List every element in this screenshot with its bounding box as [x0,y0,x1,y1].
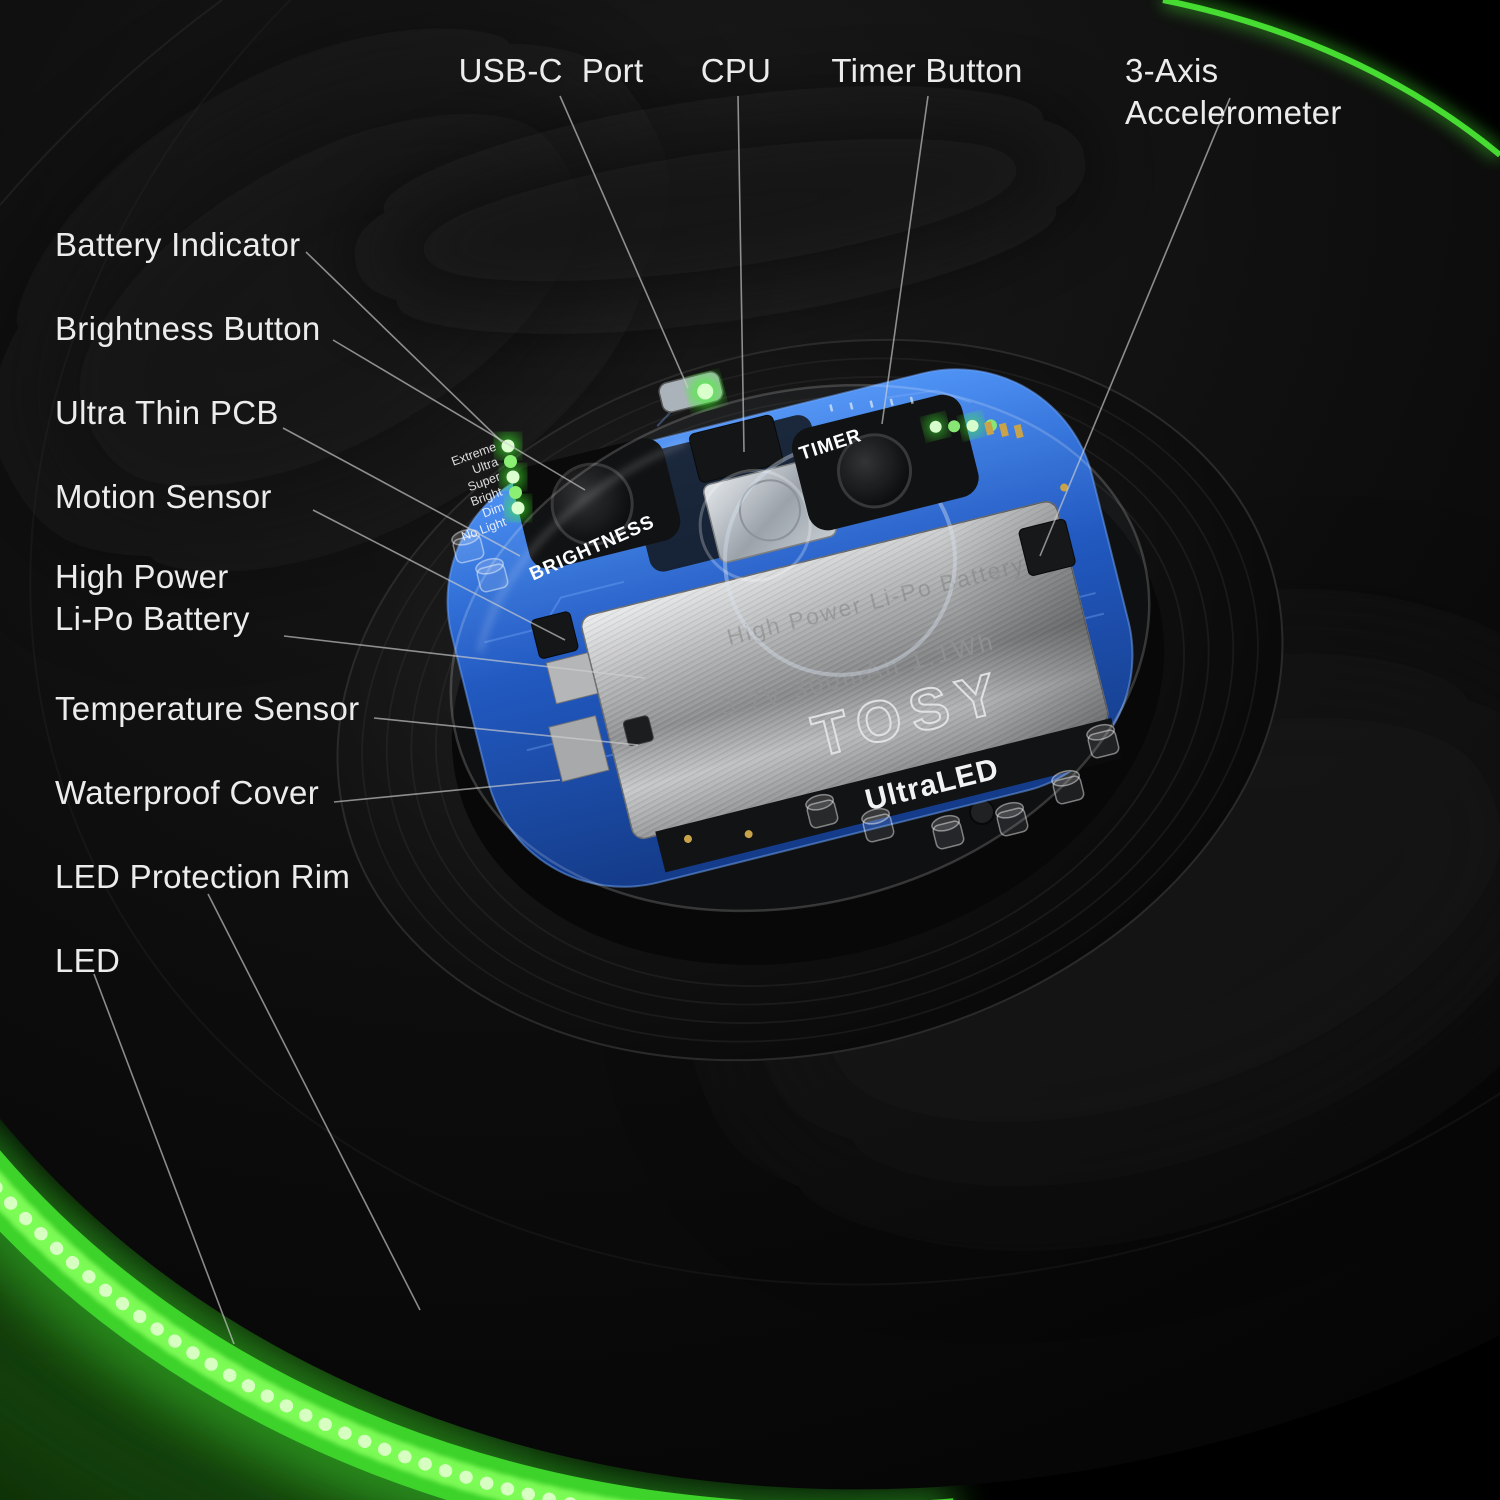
leader-led [93,973,235,1345]
leader-cpu [737,95,745,453]
cpu-shield-etch [738,479,801,542]
leader-timer-button [881,95,929,425]
far-rim-led-edge [1162,0,1500,158]
waterproof-cover-glare [477,439,687,653]
brightness-button [550,462,634,546]
leader-brightness-button [332,339,586,491]
leader-ultra-thin-pcb [282,427,521,557]
callout-battery-indicator: Battery Indicator [55,226,301,263]
callout-brightness-button: Brightness Button [55,310,321,347]
battery-tab [548,715,610,783]
disc-upper-left-edge [0,0,223,206]
led-strip-dots [0,1181,586,1500]
recess-grooves [361,357,1259,1043]
pcb-assembly: High Power Li-Po Battery 3.7V 300mAh 1.1… [446,368,1134,888]
accelerometer-chip [1018,518,1076,576]
callout-cpu: CPU [700,52,772,89]
leader-temperature-sensor [373,717,639,746]
cpu-chip [689,414,784,483]
callout-li-po-battery: High Power Li-Po Battery [55,558,250,637]
timer-scale-marks [829,396,914,412]
leader-li-po-battery [283,635,646,679]
usb-status-led [697,383,714,400]
leader-led-protection-rim [207,893,421,1311]
callout-led-protection-rim: LED Protection Rim [55,858,351,895]
leader-accelerometer [1039,97,1231,557]
callout-accelerometer: 3-Axis Accelerometer [1125,52,1342,131]
callout-led: LED [55,942,121,979]
leader-motion-sensor [312,509,566,641]
callout-motion-sensor: Motion Sensor [55,478,272,515]
far-rim-corner-mask [1163,0,1500,155]
callout-ultra-thin-pcb: Ultra Thin PCB [55,394,279,431]
leader-waterproof-cover [333,779,561,803]
waterproof-cover [449,383,1151,913]
leader-lines [93,95,1231,1345]
gold-pads [684,421,1069,843]
disc-sheen-top [363,112,1077,308]
callout-usb-c-port: USB-C Port [458,52,644,89]
leader-battery-indicator [305,251,503,443]
callout-waterproof-cover: Waterproof Cover [55,774,319,811]
callout-temperature-sensor: Temperature Sensor [55,690,360,727]
callout-timer-button: Timer Button [831,52,1023,89]
timer-button [837,433,913,509]
leader-usb-c-port [559,95,689,389]
temperature-sensor-chip [622,715,654,747]
clear-led-bulbs [451,528,1120,850]
battery-label-strip [655,717,1122,873]
